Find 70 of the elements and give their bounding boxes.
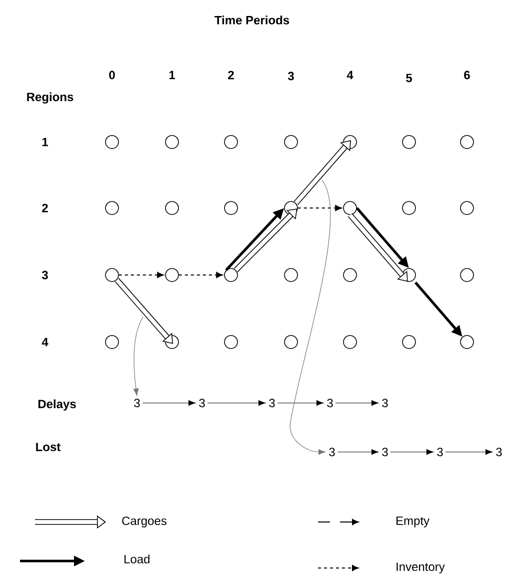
- quantity-label: 3: [327, 398, 333, 408]
- legend-label: Load: [124, 554, 150, 564]
- state-circle: [402, 268, 416, 282]
- state-circle: [343, 135, 357, 149]
- state-circle: [224, 268, 238, 282]
- state-circle: [105, 335, 119, 349]
- state-circle: [284, 201, 298, 215]
- quantity-label: 3: [437, 448, 443, 456]
- state-circle: [343, 335, 357, 349]
- state-circle: [224, 335, 238, 349]
- arrow: [142, 400, 196, 406]
- state-circle: [460, 135, 474, 149]
- state-circle: [224, 201, 238, 215]
- quantity-label: 3: [134, 398, 140, 408]
- axis-label: 4: [42, 338, 48, 346]
- state-circle: [343, 201, 357, 215]
- axis-label: Lost: [36, 442, 60, 452]
- state-circle: [165, 268, 179, 282]
- state-circle: [165, 135, 179, 149]
- state-circle: [165, 335, 179, 349]
- state-circle: [460, 268, 474, 282]
- state-circle: [284, 268, 298, 282]
- state-circle: [402, 135, 416, 149]
- axis-label: 1: [169, 70, 175, 80]
- axis-label: 6: [464, 70, 470, 80]
- axis-label: 4: [346, 70, 354, 80]
- quantity-label: 3: [199, 398, 205, 408]
- state-circle: [105, 268, 119, 282]
- arrow: [277, 400, 324, 406]
- arrow: [348, 213, 408, 282]
- quantity-label: 3: [382, 398, 388, 408]
- arrow: [445, 449, 493, 455]
- state-circle: [284, 335, 298, 349]
- state-circle: [165, 201, 179, 215]
- state-circle: [402, 201, 416, 215]
- state-circle: [224, 135, 238, 149]
- quantity-label: 3: [269, 398, 275, 408]
- arrow: [178, 272, 223, 278]
- legend-label: Inventory: [396, 562, 445, 574]
- arrow: [337, 449, 379, 455]
- arrow: [335, 400, 379, 406]
- leader-arrow: [133, 316, 144, 396]
- axis-label: 3: [288, 72, 294, 80]
- arrow: [297, 204, 342, 212]
- state-circle: [460, 201, 474, 215]
- quantity-label: 3: [329, 448, 335, 456]
- axis-label: 1: [42, 138, 48, 146]
- arrow: [118, 272, 164, 278]
- axis-label: 3: [42, 270, 48, 280]
- axis-label: 0: [109, 70, 115, 80]
- legend-label: Cargoes: [122, 516, 166, 528]
- state-circle: [402, 335, 416, 349]
- legend-label: Empty: [396, 516, 430, 528]
- axis-label: 2: [228, 70, 234, 80]
- axis-label: 2: [42, 204, 48, 212]
- axis-title: Time Periods: [214, 16, 290, 24]
- state-circle: [460, 335, 474, 349]
- state-circle: [343, 268, 357, 282]
- leader-arrow: [290, 180, 330, 455]
- arrow: [207, 400, 266, 406]
- state-circle: [105, 135, 119, 149]
- quantity-label: 3: [496, 448, 502, 456]
- axis-label: Delays: [38, 399, 76, 411]
- arrow: [234, 208, 298, 272]
- axis-label: 5: [406, 74, 412, 82]
- state-circle: [105, 201, 119, 215]
- quantity-label: 3: [382, 448, 388, 456]
- arrow: [390, 449, 434, 455]
- state-circle: [284, 135, 298, 149]
- axis-label: Regions: [27, 92, 74, 104]
